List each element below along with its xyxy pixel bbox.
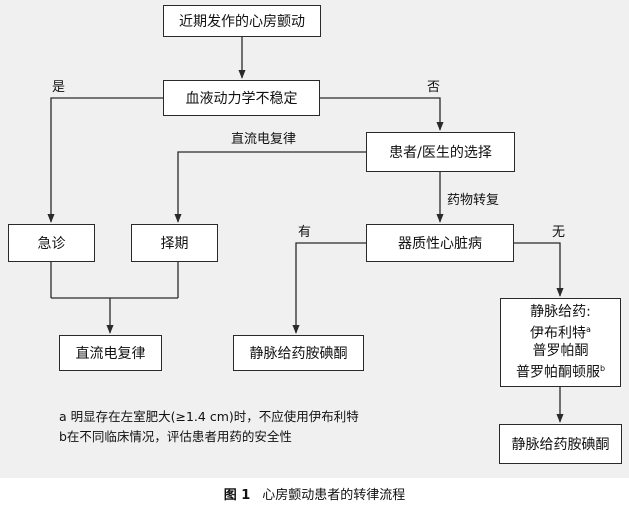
node-elective: 择期 — [131, 224, 218, 262]
label-has-organic: 有 — [298, 225, 312, 240]
label-no: 否 — [427, 80, 441, 95]
node-hemodynamic-unstable: 血液动力学不稳定 — [163, 80, 320, 116]
node-start: 近期发作的心房颤动 — [163, 5, 321, 37]
iv-drug-ibutilide: 伊布利特a — [530, 324, 591, 342]
footnote-a: a 明显存在左室肥大(≥1.4 cm)时，不应使用伊布利特 — [59, 409, 359, 424]
arrow-no-to-choice — [320, 97, 444, 131]
node-dc-cardioversion: 直流电复律 — [59, 335, 162, 371]
arrow-organic-yes — [292, 242, 366, 334]
arrow-yes-to-emergency — [47, 97, 163, 223]
arrow-choice-to-elective — [174, 151, 366, 223]
node-iv-amiodarone-right: 静脉给药胺碘酮 — [499, 424, 622, 464]
node-iv-amiodarone-left: 静脉给药胺碘酮 — [233, 335, 364, 371]
figure-caption-label: 图 1 — [223, 488, 251, 503]
figure-caption-text: 心房颤动患者的转律流程 — [262, 488, 406, 503]
arrow-organic-no — [514, 242, 564, 297]
iv-drug-propafenone: 普罗帕酮 — [532, 342, 589, 359]
footnote-b: b在不同临床情况，评估患者用药的安全性 — [59, 429, 292, 444]
node-patient-doctor-choice: 患者/医生的选择 — [366, 132, 515, 172]
label-drug-path: 药物转复 — [447, 193, 500, 208]
node-iv-drugs: 静脉给药: 伊布利特a 普罗帕酮 普罗帕酮顿服b — [500, 298, 621, 387]
figure-caption: 图 1 心房颤动患者的转律流程 — [0, 484, 629, 503]
label-yes: 是 — [52, 80, 66, 95]
iv-drugs-title: 静脉给药: — [530, 303, 591, 320]
diagram-panel — [0, 0, 629, 478]
label-no-organic: 无 — [552, 225, 566, 240]
node-organic-heart-disease: 器质性心脏病 — [366, 224, 514, 262]
node-emergency: 急诊 — [8, 224, 95, 262]
label-dc-path: 直流电复律 — [231, 132, 297, 147]
iv-drug-propafenone-oral: 普罗帕酮顿服b — [515, 363, 606, 381]
